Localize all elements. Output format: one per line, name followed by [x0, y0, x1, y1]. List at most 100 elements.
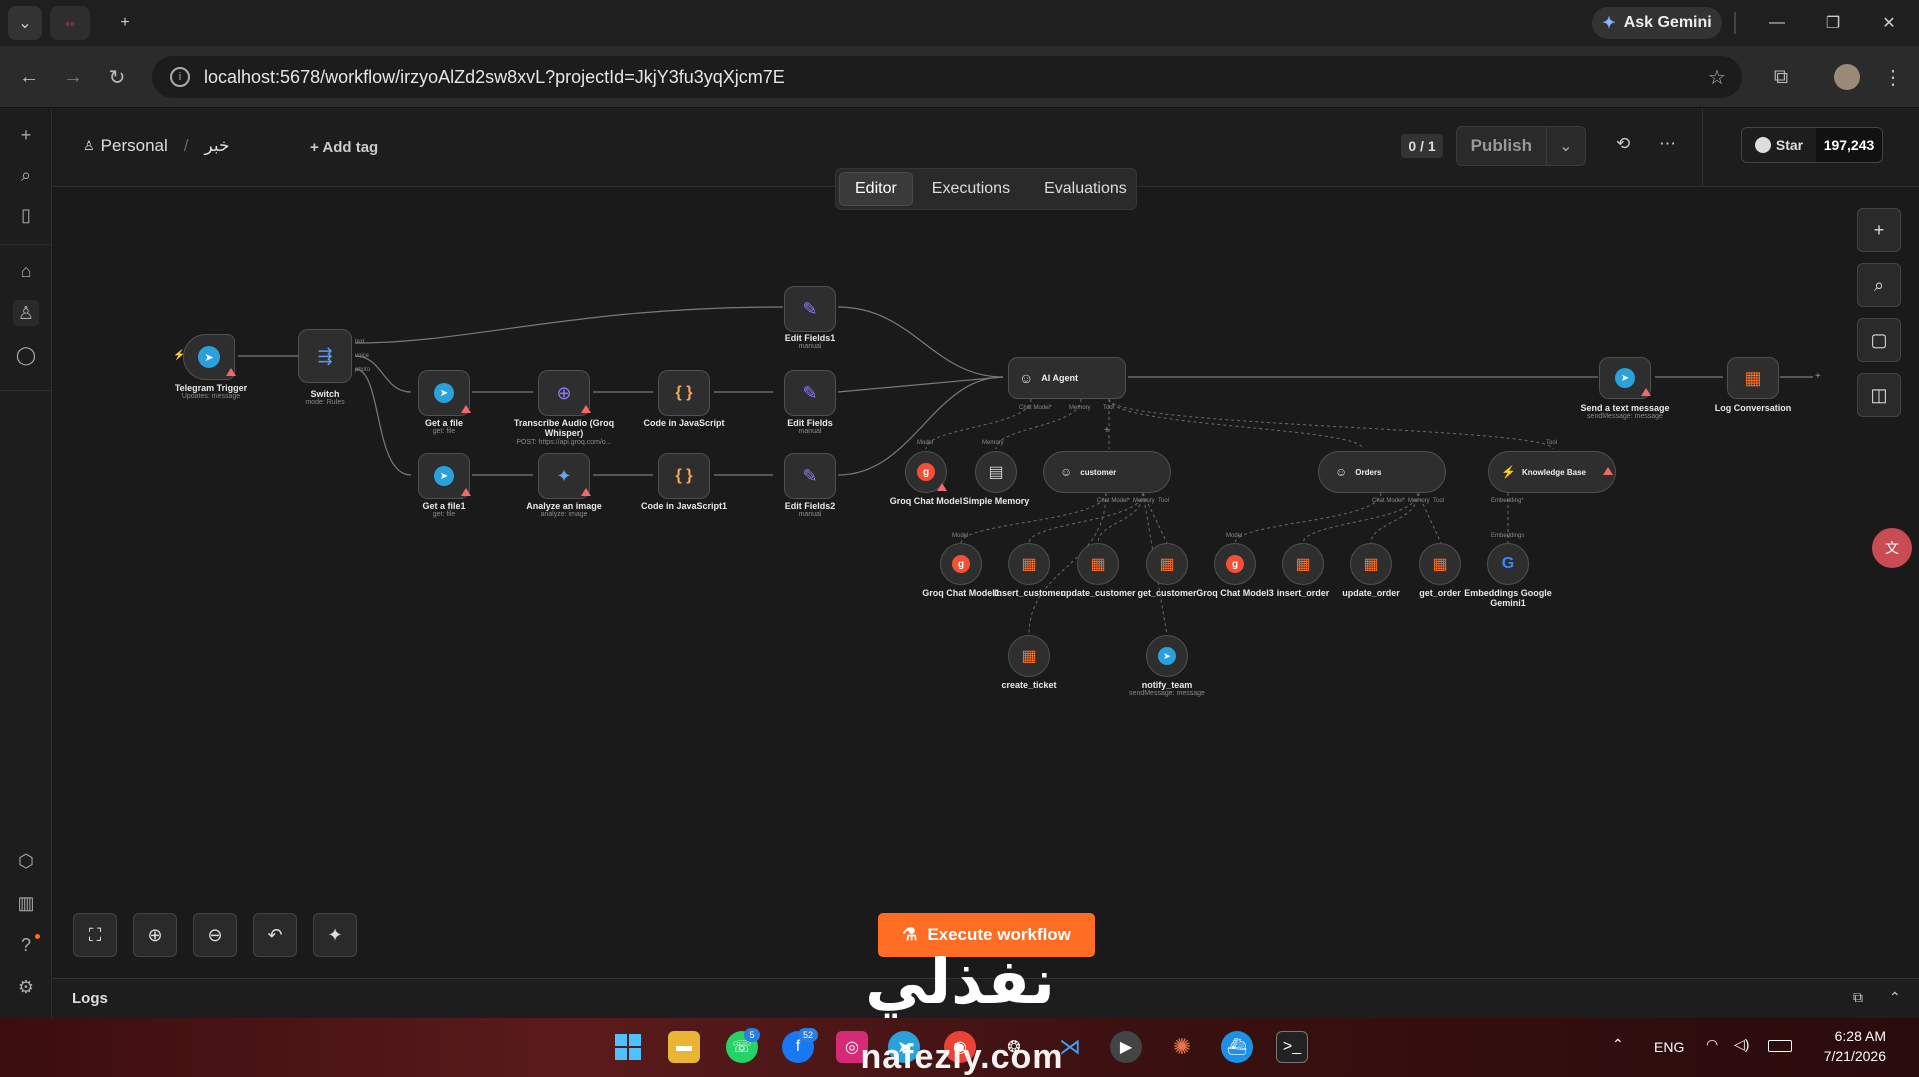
execute-workflow-button[interactable]: ⚗ Execute workflow	[878, 913, 1095, 957]
instagram-icon[interactable]: ◎	[836, 1031, 868, 1063]
add-tool-icon[interactable]: +	[1104, 425, 1110, 436]
node-code-js1[interactable]: { }	[658, 453, 710, 499]
workflow-header: ♙ Personal / خبر + Add tag 0 / 1 Publish…	[53, 108, 1919, 187]
chrome-icon[interactable]: ◉	[944, 1031, 976, 1063]
minimize-icon[interactable]: —	[1769, 14, 1785, 31]
zoom-in-icon[interactable]: ⊕	[133, 913, 177, 957]
node-edit-fields2[interactable]: ✎	[784, 453, 836, 499]
node-insert-order[interactable]: ▦	[1282, 543, 1324, 585]
node-create-ticket[interactable]: ▦	[1008, 635, 1050, 677]
panel-toggle-icon[interactable]: ▯	[21, 204, 31, 225]
clock-date[interactable]: 7/21/2026	[1823, 1048, 1886, 1064]
search-icon[interactable]: ⌕	[20, 164, 32, 185]
publish-dropdown-icon[interactable]: ⌄	[1559, 138, 1573, 155]
node-knowledge-base[interactable]: ⚡ Knowledge Base	[1488, 451, 1616, 493]
tray-chevron-icon[interactable]: ⌃	[1612, 1036, 1624, 1052]
volume-icon[interactable]: ◁)	[1734, 1036, 1750, 1052]
chevron-up-icon[interactable]: ⌃	[1889, 989, 1901, 1005]
help-icon[interactable]: ?	[20, 934, 31, 955]
node-customer-agent[interactable]: ☺ customer	[1043, 451, 1171, 493]
sticky-note-icon[interactable]: ▢	[1857, 318, 1901, 362]
address-bar[interactable]: i localhost:5678/workflow/irzyoAlZd2sw8x…	[152, 56, 1742, 98]
toggle-panel-icon[interactable]: ◫	[1857, 373, 1901, 417]
bookmark-star-icon[interactable]: ☆	[1708, 66, 1726, 89]
reload-icon[interactable]: ↻	[108, 66, 126, 89]
wifi-icon[interactable]: ◠	[1706, 1036, 1719, 1052]
more-options-icon[interactable]: ⋯	[1659, 134, 1676, 153]
node-edit-fields[interactable]: ✎	[784, 370, 836, 416]
active-tab[interactable]: ◦◦	[50, 6, 90, 40]
windows-start-icon[interactable]	[612, 1031, 644, 1063]
forward-icon[interactable]: →	[63, 65, 83, 88]
tab-editor[interactable]: Editor	[839, 172, 913, 206]
workflow-canvas[interactable]: ⚡ ➤ Telegram Trigger Updates: message ⇶ …	[53, 187, 1919, 978]
node-switch[interactable]: ⇶	[298, 329, 352, 383]
media-player-icon[interactable]: ▶	[1110, 1031, 1142, 1063]
settings-icon[interactable]: ⚙	[17, 976, 35, 997]
browser-menu-icon[interactable]: ⋮	[1883, 66, 1903, 89]
back-icon[interactable]: ←	[19, 65, 39, 88]
insights-icon[interactable]: ▥	[17, 892, 35, 913]
claude-icon[interactable]: ✺	[1172, 1034, 1192, 1059]
whatsapp-icon[interactable]: ☏	[726, 1031, 758, 1063]
close-icon[interactable]: ✕	[1882, 15, 1896, 32]
history-icon[interactable]: ⟲	[1616, 134, 1631, 153]
language-indicator[interactable]: ENG	[1654, 1039, 1685, 1055]
node-embeddings-gemini[interactable]: G	[1487, 543, 1529, 585]
node-notify-team[interactable]: ➤	[1146, 635, 1188, 677]
personal-user-icon[interactable]: ♙	[13, 300, 39, 326]
add-node-icon[interactable]: +	[1815, 371, 1821, 382]
node-get-customer[interactable]: ▦	[1146, 543, 1188, 585]
zoom-out-icon[interactable]: ⊖	[193, 913, 237, 957]
add-tag-button[interactable]: + Add tag	[310, 139, 379, 156]
node-analyze-image[interactable]: ✦	[538, 453, 590, 499]
chatgpt-icon[interactable]: ❂	[1007, 1039, 1021, 1056]
docker-icon[interactable]: ⛴	[1221, 1031, 1253, 1063]
node-groq-chat-model3[interactable]: g	[1214, 543, 1256, 585]
logs-panel[interactable]: Logs ⧉ ⌃	[53, 978, 1919, 1018]
node-code-js[interactable]: { }	[658, 370, 710, 416]
battery-icon[interactable]	[1768, 1040, 1792, 1052]
tab-list-button[interactable]: ⌄	[8, 6, 42, 40]
add-icon[interactable]: +	[20, 124, 32, 145]
project-breadcrumb[interactable]: Personal	[100, 136, 168, 155]
publish-button[interactable]: Publish	[1470, 136, 1532, 155]
github-star-button[interactable]: Star 197,243	[1741, 127, 1883, 163]
chat-icon[interactable]: ◯	[15, 344, 37, 365]
translate-extension-icon[interactable]: 文	[1872, 528, 1912, 568]
node-insert-customer[interactable]: ▦	[1008, 543, 1050, 585]
node-update-order[interactable]: ▦	[1350, 543, 1392, 585]
home-icon[interactable]: ⌂	[20, 260, 32, 281]
zoom-to-fit-icon[interactable]: ⛶	[73, 913, 117, 957]
node-orders-agent[interactable]: ☺ Orders	[1318, 451, 1446, 493]
popout-icon[interactable]: ⧉	[1853, 989, 1863, 1005]
undo-icon[interactable]: ↶	[253, 913, 297, 957]
telegram-taskbar-icon[interactable]: ➤	[888, 1031, 920, 1063]
ask-gemini-button[interactable]: ✦ Ask Gemini	[1592, 7, 1722, 39]
node-get-file[interactable]: ➤	[418, 370, 470, 416]
add-node-button[interactable]: +	[1857, 208, 1901, 252]
file-explorer-icon[interactable]: ▬	[668, 1031, 700, 1063]
tab-evaluations[interactable]: Evaluations	[1044, 180, 1127, 197]
templates-icon[interactable]: ⬡	[18, 850, 34, 871]
vscode-icon[interactable]: ⋊	[1059, 1034, 1081, 1059]
terminal-icon[interactable]: >_	[1276, 1031, 1308, 1063]
node-edit-fields1[interactable]: ✎	[784, 286, 836, 332]
profile-avatar[interactable]	[1834, 64, 1860, 90]
search-nodes-icon[interactable]: ⌕	[1857, 263, 1901, 307]
new-tab-button[interactable]: +	[120, 14, 130, 31]
clock-time[interactable]: 6:28 AM	[1834, 1028, 1886, 1044]
extensions-icon[interactable]: ⧉	[1773, 65, 1789, 88]
node-groq-chat-model1[interactable]: g	[940, 543, 982, 585]
node-log-conversation[interactable]: ▦	[1727, 357, 1779, 399]
url-text[interactable]: localhost:5678/workflow/irzyoAlZd2sw8xvL…	[204, 66, 785, 87]
workflow-name[interactable]: خبر	[204, 136, 230, 155]
site-info-icon[interactable]: i	[170, 67, 190, 87]
tab-executions[interactable]: Executions	[931, 180, 1011, 197]
node-simple-memory[interactable]: ▤	[975, 451, 1017, 493]
node-update-customer[interactable]: ▦	[1077, 543, 1119, 585]
node-get-order[interactable]: ▦	[1419, 543, 1461, 585]
node-ai-agent[interactable]: ☺ AI Agent	[1008, 357, 1126, 399]
restore-icon[interactable]: ❐	[1825, 15, 1841, 32]
tidy-up-icon[interactable]: ✦	[313, 913, 357, 957]
